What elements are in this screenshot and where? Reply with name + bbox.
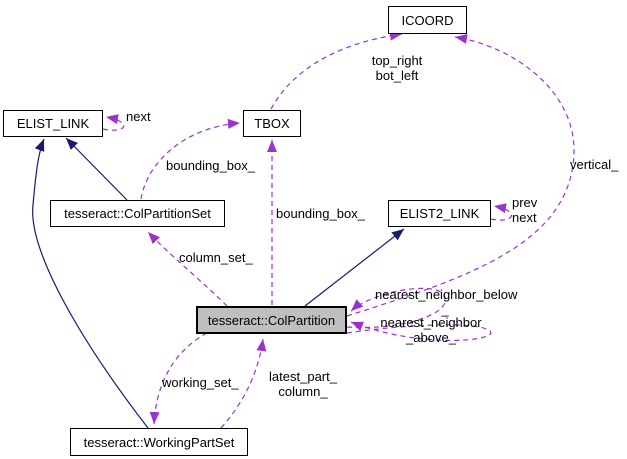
- node-label: ELIST2_LINK: [399, 206, 480, 221]
- edge-usage-colpartitionset-tbox: [140, 118, 241, 200]
- edge-label-topright-botleft: top_right bot_left: [371, 53, 423, 83]
- edge-usage-colpartition-colpartitionset: [147, 231, 228, 307]
- edge-label-vertical: vertical_: [570, 157, 619, 172]
- node-label: tesseract::ColPartitionSet: [64, 206, 211, 221]
- edge-inherit-workingpartset-elistlink: [32, 138, 149, 429]
- edge-usage-tbox-icoord: [270, 30, 403, 110]
- edge-label-column-set: column_set_: [179, 250, 253, 265]
- edge-usage-colpartition-self-above: [346, 321, 492, 341]
- edge-usage-colpartition-self-below: [346, 287, 446, 329]
- node-label: ELIST_LINK: [16, 116, 90, 131]
- node-label: ICOORD: [401, 12, 454, 28]
- edge-usage-elist2link-self-prevnext: [490, 203, 513, 221]
- node-workingpartset[interactable]: tesseract::WorkingPartSet: [70, 428, 248, 456]
- node-tbox[interactable]: TBOX: [243, 110, 301, 137]
- edge-label-working-set: working_set_: [162, 375, 239, 390]
- edge-usage-colpartition-icoord-vertical: [346, 34, 575, 317]
- edge-label-bounding-box-2: bounding_box_: [276, 206, 365, 221]
- edge-usage-colpartition-workingpartset: [149, 332, 208, 425]
- node-icoord[interactable]: ICOORD: [388, 6, 467, 34]
- edge-label-nearest-neighbor-above: nearest_neighbor _above_: [380, 315, 482, 345]
- edge-label-prev-next: prev next: [512, 195, 538, 225]
- node-label: TBOX: [254, 116, 290, 131]
- edge-usage-elistlink-self-next: [102, 114, 125, 131]
- node-elist-link[interactable]: ELIST_LINK: [3, 110, 103, 137]
- node-colpartition-current: tesseract::ColPartition: [196, 306, 347, 334]
- edge-label-nearest-neighbor-below: nearest_neighbor_below _: [375, 287, 518, 317]
- edge-label-bounding-box-1: bounding_box_: [166, 158, 255, 173]
- node-label: tesseract::ColPartition: [207, 312, 336, 328]
- edge-label-latest-part-column: latest_part_ column_: [269, 369, 337, 399]
- edge-label-next: next: [126, 109, 151, 124]
- edge-inherit-colpartition-elist2link: [304, 228, 405, 307]
- edge-inherit-colpartitionset-elistlink: [65, 137, 128, 201]
- edge-usage-workingpartset-colpartition: [220, 338, 267, 429]
- node-elist2-link[interactable]: ELIST2_LINK: [388, 200, 491, 227]
- node-label: tesseract::WorkingPartSet: [83, 434, 235, 450]
- node-colpartitionset[interactable]: tesseract::ColPartitionSet: [50, 200, 225, 227]
